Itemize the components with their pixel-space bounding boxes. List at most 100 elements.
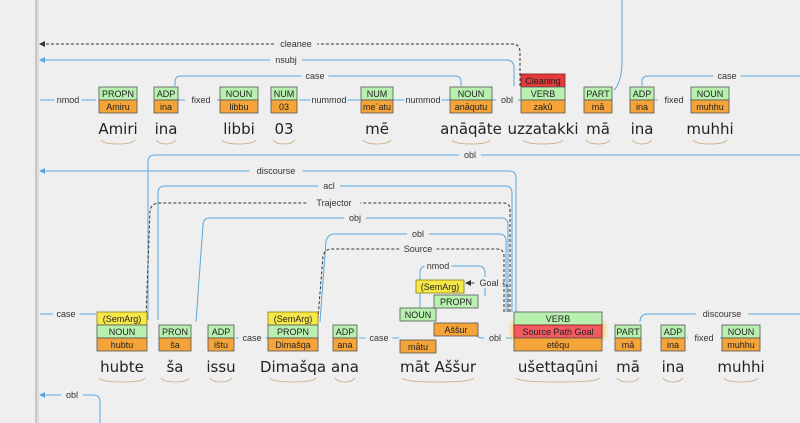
word-text: ušettaqūni xyxy=(518,358,598,376)
word-text: uzzatakki xyxy=(507,120,578,138)
lemma-tag[interactable]: Amiru xyxy=(98,99,138,114)
pos-tag[interactable]: NUM xyxy=(360,86,394,101)
arc-label-case: case xyxy=(305,71,324,81)
semarg-tag[interactable]: (SemArg) xyxy=(415,279,465,294)
lemma-tag[interactable]: mā xyxy=(614,337,642,352)
arc-label-nmod: nmod xyxy=(427,261,450,271)
lemma-tag[interactable]: hubtu xyxy=(96,337,148,352)
pos-tag[interactable]: ADP xyxy=(207,324,235,339)
word-text: Dimašqa xyxy=(260,358,326,376)
word-text: ina xyxy=(155,120,178,138)
arc-label-obl: obl xyxy=(66,390,78,400)
lemma-tag[interactable]: libbu xyxy=(219,99,259,114)
word-underline xyxy=(616,377,640,383)
semarg-tag[interactable]: (SemArg) xyxy=(96,311,148,326)
arc-label-acl: acl xyxy=(323,181,335,191)
word-underline xyxy=(585,139,611,145)
lemma-tag[interactable]: Dimašqa xyxy=(267,337,319,352)
word-text: mā xyxy=(616,358,640,376)
lemma-tag-label: meʾatu xyxy=(363,102,391,112)
lemma-tag-label: ištu xyxy=(214,340,228,350)
pos-tag[interactable]: NOUN xyxy=(690,86,730,101)
pos-tag[interactable]: ADP xyxy=(629,86,655,101)
lemma-tag[interactable]: 03 xyxy=(270,99,298,114)
lemma-tag-label: mā xyxy=(592,102,605,112)
pos-tag[interactable]: ADP xyxy=(660,324,686,339)
word-underline xyxy=(451,139,491,145)
pos-tag[interactable]: ADP xyxy=(332,324,358,339)
lemma-tag-label: hubtu xyxy=(111,340,134,350)
lemma-tag[interactable]: mā xyxy=(583,99,613,114)
lemma-tag[interactable]: mātu xyxy=(399,339,437,354)
lemma-tag[interactable]: muhhu xyxy=(690,99,730,114)
pos-tag-label: NOUN xyxy=(458,89,485,99)
lemma-tag[interactable]: meʾatu xyxy=(360,99,394,114)
lemma-tag[interactable]: ana xyxy=(332,337,358,352)
pos-tag[interactable]: PART xyxy=(614,324,642,339)
pos-tag[interactable]: NOUN xyxy=(399,307,437,322)
pos-tag[interactable]: NOUN xyxy=(219,86,259,101)
lemma-tag-label: zakû xyxy=(533,102,552,112)
frame-source-path-goal[interactable]: Source Path Goal xyxy=(513,324,603,339)
frame-source-path-goal-label: Source Path Goal xyxy=(522,327,593,337)
pos-tag-extra[interactable]: PROPN xyxy=(433,294,479,309)
lemma-tag[interactable]: ina xyxy=(660,337,686,352)
lemma-tag[interactable]: etēqu xyxy=(513,337,603,352)
pos-tag-label: VERB xyxy=(531,89,556,99)
lemma-tag[interactable]: muhhu xyxy=(721,337,761,352)
pos-tag[interactable]: ADP xyxy=(153,86,179,101)
pos-tag[interactable]: NOUN xyxy=(96,324,148,339)
pos-tag[interactable]: PROPN xyxy=(98,86,138,101)
lemma-tag-extra-label: Aššur xyxy=(444,325,467,335)
arc-label-bg xyxy=(270,54,302,65)
pos-tag[interactable]: VERB xyxy=(513,311,603,326)
arc-nmod-2 xyxy=(419,265,486,308)
lemma-tag[interactable]: ina xyxy=(629,99,655,114)
lemma-tag-extra[interactable]: Aššur xyxy=(433,322,479,337)
arc-label-bg xyxy=(185,94,217,105)
pos-tag[interactable]: PROPN xyxy=(267,324,319,339)
arc-label-nummod: nummod xyxy=(311,95,346,105)
pos-tag[interactable]: PRON xyxy=(158,324,192,339)
arc-label-bg xyxy=(318,180,340,191)
pos-tag[interactable]: NOUN xyxy=(721,324,761,339)
lemma-tag[interactable]: anāqutu xyxy=(449,99,493,114)
arc-obl-bottom xyxy=(39,392,101,423)
lemma-tag[interactable]: zakû xyxy=(520,99,566,114)
arc-label-trajector: Trajector xyxy=(316,198,351,208)
pos-tag[interactable]: NOUN xyxy=(449,86,493,101)
pos-tag[interactable]: VERB xyxy=(520,86,566,101)
word-underline xyxy=(100,139,136,145)
semarg-tag[interactable]: (SemArg) xyxy=(267,311,319,326)
frame-cleaning[interactable]: Cleaning xyxy=(520,73,566,88)
lemma-tag[interactable]: ina xyxy=(153,99,179,114)
pos-tag[interactable]: NUM xyxy=(270,86,298,101)
pos-tag[interactable]: PART xyxy=(583,86,613,101)
lemma-tag[interactable]: ša xyxy=(158,337,192,352)
semarg-tag-label: (SemArg) xyxy=(103,314,142,324)
word-underline xyxy=(98,377,146,383)
pos-tag-label: PRON xyxy=(162,327,188,337)
lemma-tag[interactable]: ištu xyxy=(207,337,235,352)
